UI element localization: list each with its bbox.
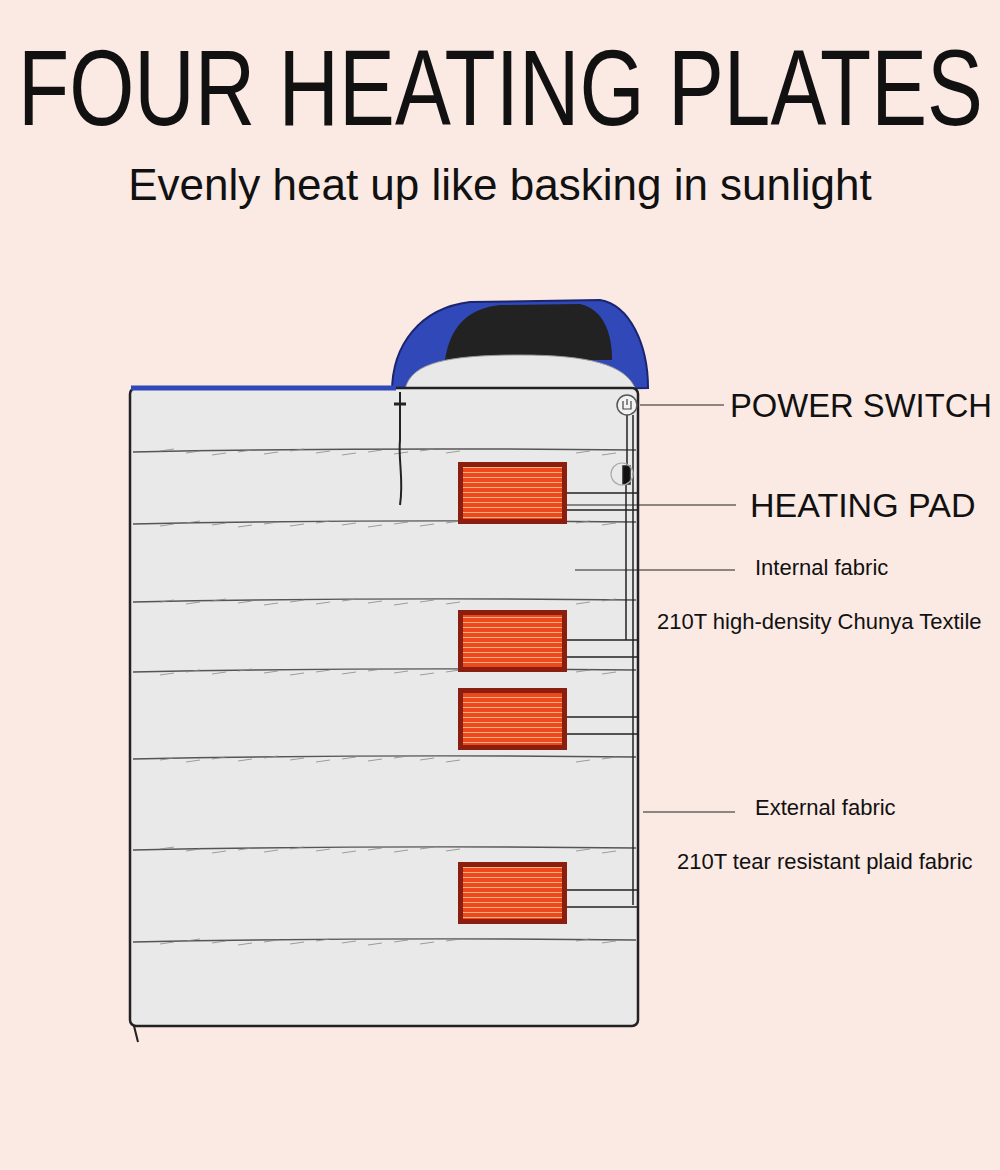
material-label: External fabric: [755, 797, 896, 819]
bag-body: [130, 388, 638, 1026]
power-icon: [623, 399, 631, 409]
material-note: 210T tear resistant plaid fabric: [677, 851, 973, 873]
hood-lining: [445, 304, 612, 360]
part-label: HEATING PAD: [750, 488, 975, 522]
leader-lines: [567, 405, 736, 812]
power-switch: [617, 395, 637, 415]
hood-pillow: [405, 355, 635, 390]
wiring: [567, 415, 637, 907]
drawstring: [400, 392, 402, 505]
zipper-pull: [134, 1026, 138, 1042]
cord-lock: [394, 403, 406, 406]
part-label: POWER SWITCH: [730, 388, 992, 422]
hood: [392, 300, 648, 392]
heating-pads: [458, 462, 567, 924]
title: FOUR HEATING PLATES: [18, 34, 983, 142]
material-note: 210T high-density Chunya Textile: [657, 611, 982, 633]
material-label: Internal fabric: [755, 557, 888, 579]
quilting-lines: [133, 449, 636, 945]
connector-ring: [611, 463, 633, 485]
subtitle: Evenly heat up like basking in sunlight: [128, 163, 872, 207]
top-trim: [131, 386, 396, 391]
